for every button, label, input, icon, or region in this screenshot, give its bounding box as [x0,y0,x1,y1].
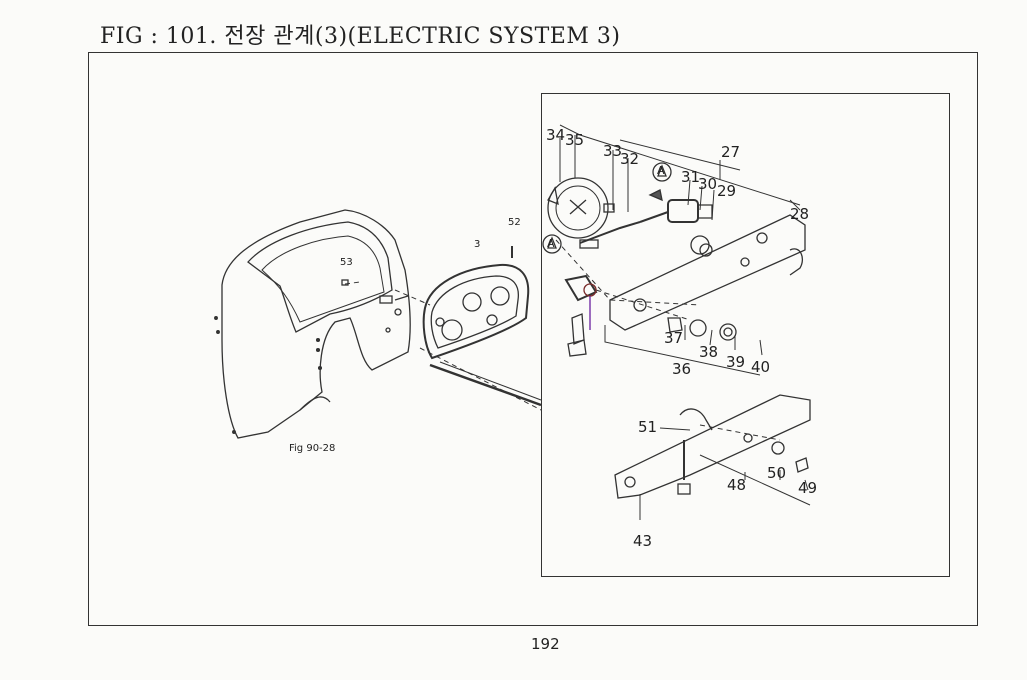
callout-39: 39 [726,353,746,371]
page-title: FIG : 101. 전장 관계(3)(ELECTRIC SYSTEM 3) [100,24,621,49]
callout-50: 50 [767,464,787,482]
instrument-cluster [422,246,530,360]
callout-3: 3 [474,239,481,250]
callout-35: 35 [565,131,585,149]
callout-49: 49 [798,479,818,497]
mounting-bracket-upper [609,214,806,331]
page-number: 192 [531,635,560,653]
callout-53: 53 [340,257,353,268]
callout-29: 29 [717,182,737,200]
callout-38: 38 [699,343,719,361]
callout-28: 28 [790,205,810,223]
callout-27: 27 [721,143,741,161]
callout-32: 32 [620,150,640,168]
leader-lines [559,124,811,520]
rotary-switch [542,177,641,254]
alignment-lines [344,239,781,441]
callout-34: 34 [546,126,566,144]
callout-43: 43 [633,532,653,550]
callout-33: 33 [603,142,623,160]
callout-37: 37 [664,329,684,347]
callout-48: 48 [727,476,747,494]
view-marker-a-top: A [657,164,665,177]
callout-31: 31 [681,168,701,186]
callout-30: 30 [698,175,718,193]
callout-36: 36 [672,360,692,378]
callout-51: 51 [638,418,658,436]
lower-switch-assembly [564,274,737,357]
detail-inset-frame [541,93,950,577]
key-switch-assembly [639,162,713,257]
diagram-frame [88,52,978,626]
callout-52: 52 [508,217,521,228]
view-marker-a-switch: A [547,237,555,250]
fig-reference-label: Fig 90-28 [289,443,336,454]
dash-cowl-housing [214,209,411,439]
mounting-bracket-lower [614,394,811,499]
callout-40: 40 [751,358,771,376]
